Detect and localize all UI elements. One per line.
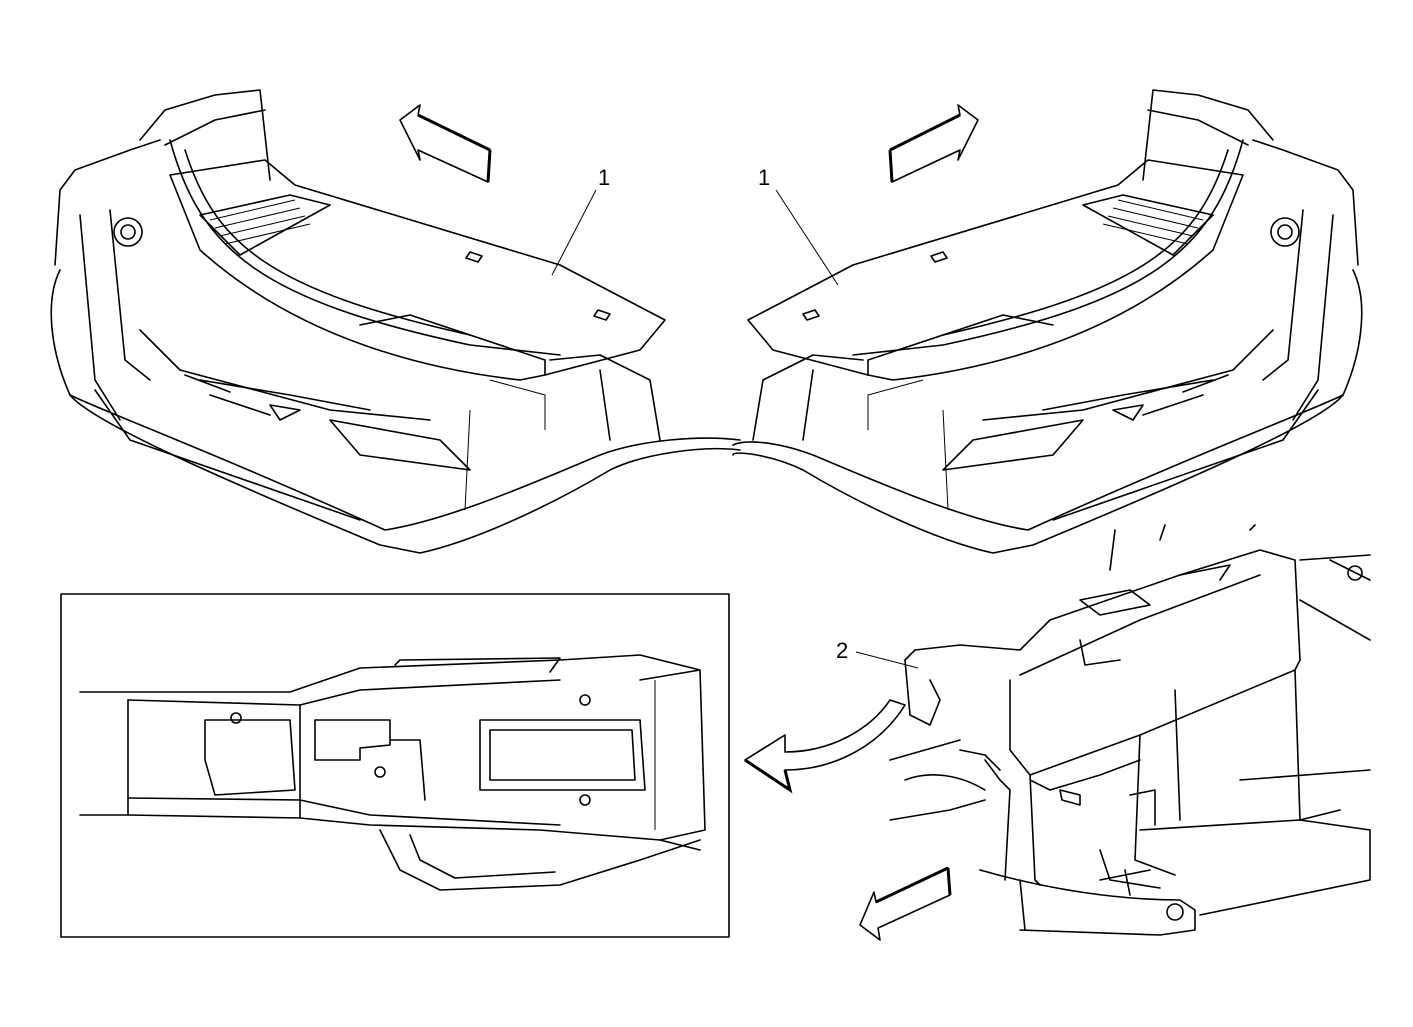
callout-label-detail: 2 [836, 638, 848, 663]
callout-label-right: 1 [758, 165, 770, 190]
detail-direction-arrow [859, 866, 952, 941]
callout-label-left: 1 [598, 165, 610, 190]
callout-detail: 2 [836, 638, 919, 669]
inset-pointer-arrow [744, 699, 906, 794]
left-trunk-view [50, 89, 741, 554]
detail-inset [60, 593, 730, 938]
right-trunk-view [732, 89, 1363, 554]
forward-arrow-icon [859, 867, 951, 941]
right-direction-arrow [888, 104, 979, 183]
lower-right-view [889, 524, 1371, 936]
callout-right: 1 [758, 165, 839, 286]
callout-left: 1 [551, 165, 610, 276]
left-direction-arrow [399, 104, 492, 183]
